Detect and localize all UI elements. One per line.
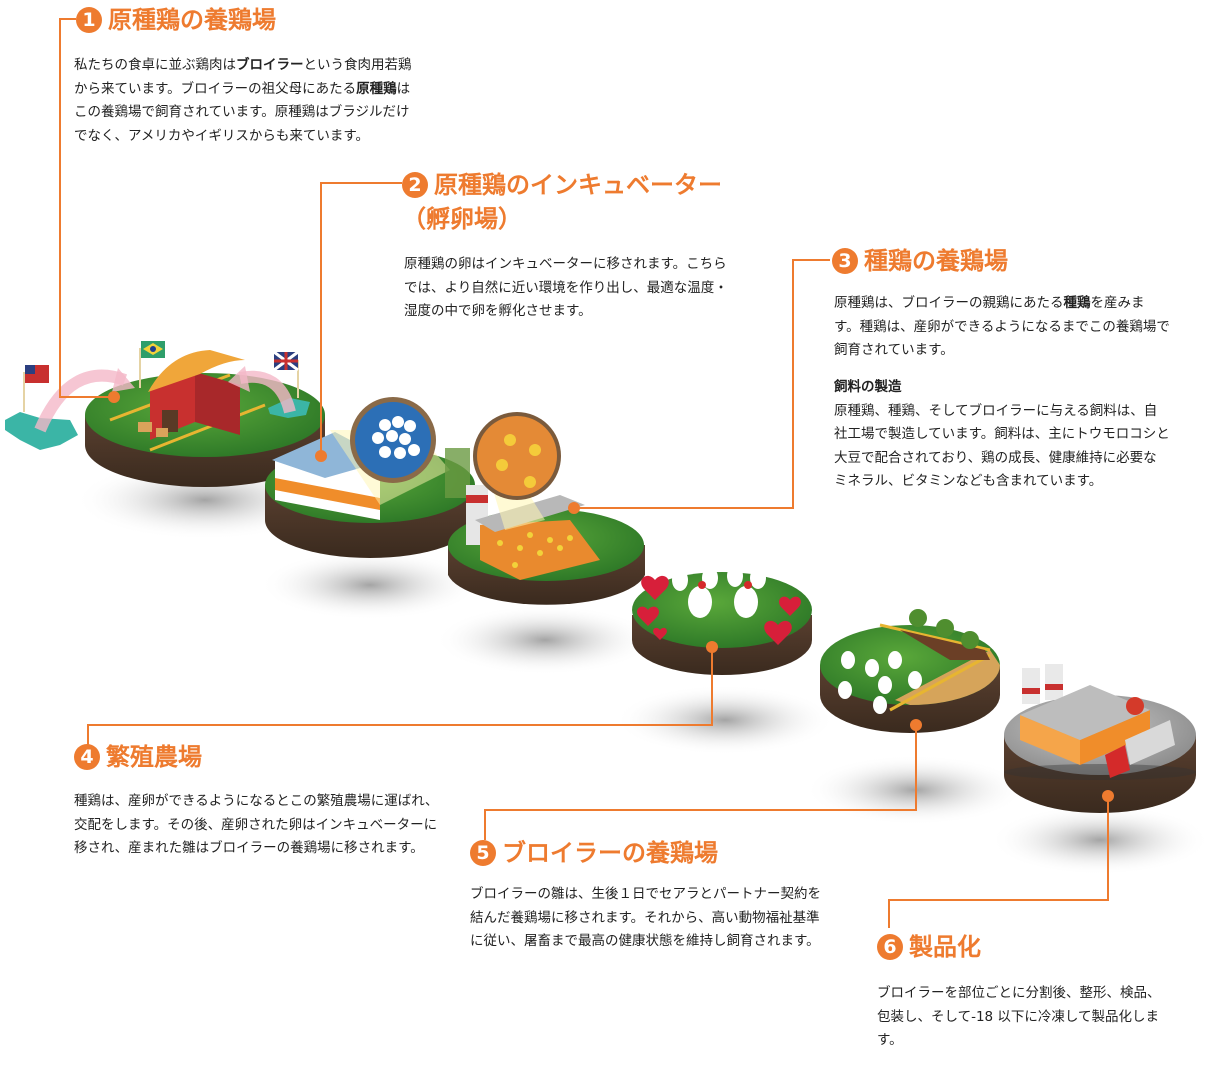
step-number-badge: 5 (470, 840, 496, 866)
connector-dot (315, 450, 327, 462)
step-number-badge: 3 (832, 248, 858, 274)
connector-step-3 (574, 259, 830, 509)
emphasized-term: 原種鶏 (356, 80, 397, 97)
feed-production-heading: 飼料の製造 (834, 379, 902, 395)
emphasized-term: 種鶏 (1063, 295, 1091, 311)
disc-shadow (990, 805, 1207, 875)
connector-step-4 (87, 647, 713, 750)
text-run: 私たちの食卓に並ぶ鶏肉は (74, 57, 236, 73)
connector-dot (910, 719, 922, 731)
step-number-badge: 6 (877, 934, 903, 960)
text-run: 種鶏は、産卵ができるようになるとこの繁殖農場に運ばれ、交配をします。その後、産卵… (74, 793, 439, 856)
text-run: 原種鶏は、ブロイラーの親鶏にあたる (834, 295, 1064, 311)
connector-dot (706, 641, 718, 653)
disc-breeding-farm (632, 565, 812, 675)
step-1-description: 私たちの食卓に並ぶ鶏肉はブロイラーという食肉用若鶏から来ています。ブロイラーの祖… (74, 54, 420, 148)
text-run: という食肉用若鶏から来ています。ブロイラーの祖父母にあたる (74, 57, 412, 97)
feed-production-section: 飼料の製造原種鶏、種鶏、そしてブロイラーに与える飼料は、自社工場で製造しています… (834, 376, 1170, 494)
connector-step-6 (888, 796, 1109, 928)
step-5-description: ブロイラーの雛は、生後１日でセアラとパートナー契約を結んだ養鶏場に移されます。そ… (470, 883, 830, 954)
disc-broiler-farm (820, 609, 1000, 733)
text-run: ブロイラーの雛は、生後１日でセアラとパートナー契約を結んだ養鶏場に移されます。そ… (470, 886, 821, 949)
emphasized-term: ブロイラー (236, 57, 304, 73)
disc-parent-stock-farm (448, 412, 645, 605)
step-2-description: 原種鶏の卵はインキュベーターに移されます。こちらでは、より自然に近い環境を作り出… (404, 253, 734, 324)
connector-step-1 (59, 18, 114, 398)
step-number-badge: 2 (402, 172, 428, 198)
text-run: 原種鶏の卵はインキュベーターに移されます。こちらでは、より自然に近い環境を作り出… (404, 256, 728, 319)
disc-shadow (615, 685, 835, 755)
step-number-badge: 1 (76, 7, 102, 33)
connector-dots (108, 391, 1114, 802)
connector-lines (59, 18, 1109, 928)
text-run: を産みます。種鶏は、産卵ができるようになるまでこの養鶏場で飼育されています。 (834, 295, 1170, 358)
disc-incubator (265, 397, 475, 558)
connector-step-5 (484, 725, 917, 840)
connector-dot (1102, 790, 1114, 802)
step-3-description: 原種鶏は、ブロイラーの親鶏にあたる種鶏を産みます。種鶏は、産卵ができるようになる… (834, 292, 1170, 363)
connector-step-2 (320, 182, 402, 456)
disc-processing-plant (1004, 664, 1196, 813)
connector-dot (568, 502, 580, 514)
disc-shadow (435, 605, 655, 675)
step-number-badge: 4 (74, 744, 100, 770)
step-4-description: 種鶏は、産卵ができるようになるとこの繁殖農場に運ばれ、交配をします。その後、産卵… (74, 790, 440, 861)
feed-production-text: 原種鶏、種鶏、そしてブロイラーに与える飼料は、自社工場で製造しています。飼料は、… (834, 402, 1170, 490)
disc-grandparent-farm (5, 341, 325, 487)
text-run: ブロイラーを部位ごとに分割後、整形、検品、包装し、そして-18 以下に冷凍して製… (877, 985, 1161, 1048)
connector-dot (108, 391, 120, 403)
text-run: はこの養鶏場で飼育されています。原種鶏はブラジルだけでなく、アメリカやイギリスか… (74, 80, 411, 144)
step-6-description: ブロイラーを部位ごとに分割後、整形、検品、包装し、そして-18 以下に冷凍して製… (877, 982, 1167, 1053)
disc-shadow (260, 550, 480, 620)
